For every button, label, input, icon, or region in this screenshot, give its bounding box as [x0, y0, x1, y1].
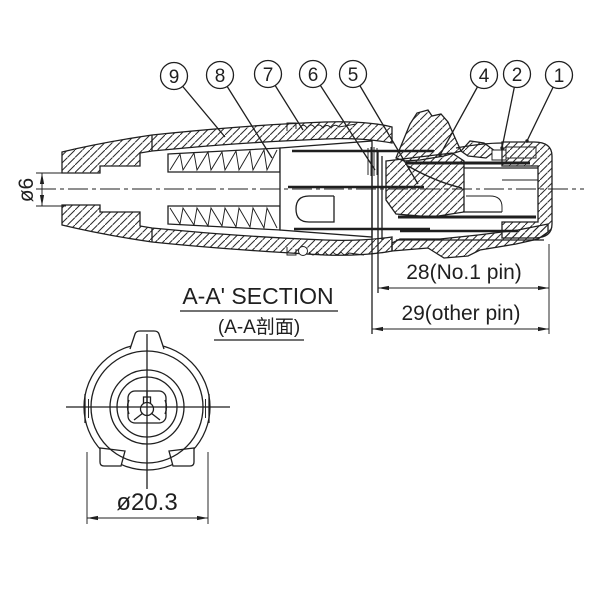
leader-dot-1: [525, 139, 529, 143]
arrow-29-left: [372, 326, 383, 332]
dimension-cable-diameter: ø6: [15, 172, 66, 207]
balloon-5-label: 5: [348, 65, 359, 86]
arrow-28-left: [378, 285, 389, 291]
spring-ball: [298, 246, 308, 256]
arrow-29-right: [538, 326, 549, 332]
leader-lines: [173, 73, 560, 185]
ext-lines: [36, 172, 66, 207]
front-housing-top-edge: [455, 142, 503, 149]
arrow-down: [39, 195, 45, 206]
leader-dot-4: [438, 153, 442, 157]
balloon-2-label: 2: [512, 65, 523, 86]
balloon-1-label: 1: [554, 66, 565, 87]
arrow-up: [39, 173, 45, 184]
section-subtitle: (A-A剖面): [218, 316, 300, 338]
insert-body: [385, 152, 465, 218]
spoke-down-left: [133, 412, 144, 421]
balloon-8: [205, 60, 235, 90]
dimension-shell-diameter: ø20.3: [86, 452, 209, 524]
balloon-7-label: 7: [263, 65, 274, 86]
callout-balloons: 9 8 7 6 5 4 2 1: [159, 59, 574, 185]
arrow-right: [197, 515, 208, 521]
dimension-pin-lengths: 28(No.1 pin) 29(other pin): [372, 244, 550, 334]
contact-spring-stack: [367, 147, 378, 176]
section-title: A-A' SECTION: [182, 283, 333, 309]
foot-right: [168, 447, 195, 467]
balloon-6-label: 6: [308, 65, 319, 86]
contact-spring-curve: [407, 165, 463, 189]
balloon-4: [469, 60, 499, 90]
balloon-7: [253, 59, 283, 89]
balloon-9: [159, 61, 189, 91]
front-bottom-band: [391, 223, 549, 259]
collet-serration-top: [169, 148, 278, 172]
tube-inner-step: [466, 195, 503, 212]
arrow-left: [87, 515, 98, 521]
chuck-slot: [295, 195, 335, 223]
shell-catch-top: [286, 122, 297, 131]
side-section-view: [36, 109, 584, 334]
balloon-9-label: 9: [169, 67, 180, 88]
collet-serration-bottom: [169, 206, 278, 230]
cable-diameter-label: ø6: [15, 178, 38, 203]
shell-diameter-label: ø20.3: [116, 489, 177, 516]
spring-squiggle-top: [298, 123, 357, 130]
front-cap: [501, 141, 553, 239]
pin1-length-label: 28(No.1 pin): [406, 261, 522, 284]
balloon-5: [338, 59, 368, 89]
balloon-6: [298, 59, 328, 89]
aa-section-view: [66, 330, 230, 489]
balloon-2: [502, 59, 532, 89]
leader-dot-2: [500, 146, 504, 150]
spring-squiggle-bottom: [308, 251, 365, 256]
section-title-block: A-A' SECTION (A-A剖面): [180, 283, 338, 341]
shell-catch-bottom: [286, 247, 297, 256]
balloon-1: [544, 60, 574, 90]
balloon-8-label: 8: [215, 66, 226, 87]
spoke-down-right: [150, 412, 161, 421]
foot-left: [99, 447, 126, 467]
balloon-4-label: 4: [479, 66, 490, 87]
other-pin-length-label: 29(other pin): [401, 302, 520, 325]
arrow-28-right: [538, 285, 549, 291]
